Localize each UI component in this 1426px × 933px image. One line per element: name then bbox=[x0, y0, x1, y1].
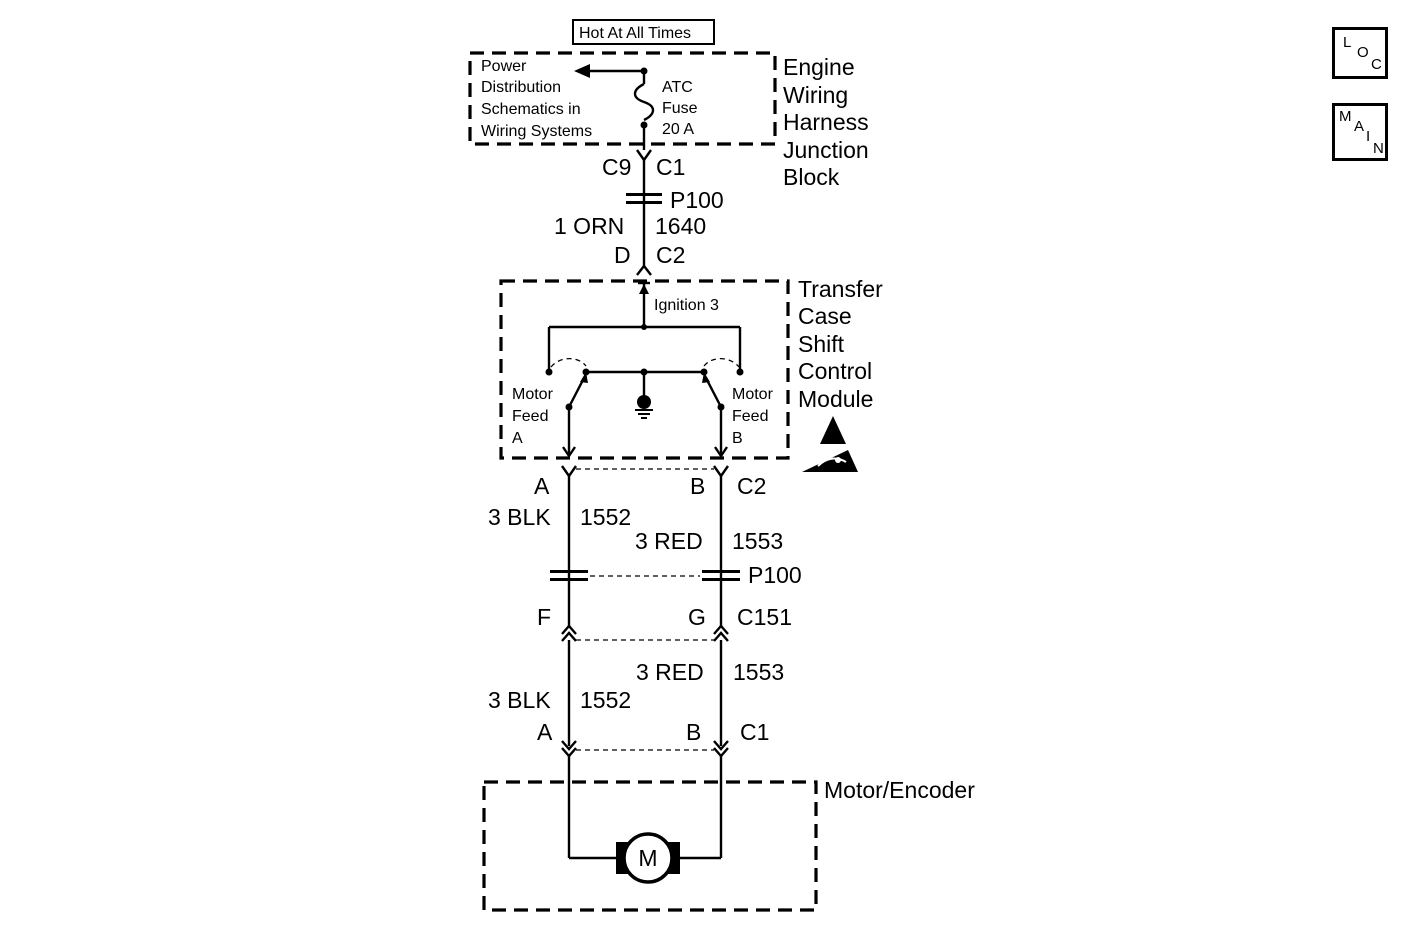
relay-a-coil-link bbox=[550, 357, 587, 368]
power-ref-line2[interactable]: Distribution bbox=[481, 79, 561, 96]
relay-b-switch-arm bbox=[704, 377, 723, 408]
motor-icon bbox=[622, 832, 674, 884]
tccm-box bbox=[499, 279, 790, 460]
relay-b-coil-link bbox=[703, 357, 740, 368]
connector-c1-pin-b: B bbox=[686, 719, 701, 745]
splice-p100-mid-a-bar2 bbox=[550, 578, 588, 581]
relay-a-nc-contact bbox=[545, 368, 553, 376]
fuse-icon bbox=[633, 82, 655, 122]
hot-label-box bbox=[572, 19, 715, 45]
loc-letter-o: O bbox=[1357, 44, 1369, 61]
fuse-label-line2: Fuse bbox=[662, 100, 698, 117]
wire-a-upper-gauge: 3 BLK bbox=[488, 504, 551, 530]
connector-c1-label: C1 bbox=[656, 154, 685, 180]
motor-encoder-label: Motor/Encoder bbox=[824, 777, 975, 803]
main-letter-m: M bbox=[1339, 108, 1352, 125]
connector-c151-label: C151 bbox=[737, 604, 792, 630]
motor-encoder-box bbox=[482, 780, 818, 912]
loc-letter-c: C bbox=[1371, 56, 1382, 73]
wire-a-lower-gauge: 3 BLK bbox=[488, 687, 551, 713]
junction-block-name-1: Engine bbox=[783, 54, 855, 80]
tccm-name-4: Control bbox=[798, 358, 872, 384]
power-ref-arrowhead bbox=[574, 64, 590, 78]
splice-p100-top-bar1 bbox=[626, 193, 662, 196]
wire-b-lower-circuit: 1553 bbox=[733, 659, 784, 685]
motor-feed-a-label-2: Feed bbox=[512, 408, 548, 425]
ignition3-label: Ignition 3 bbox=[654, 297, 719, 314]
main-letter-a: A bbox=[1354, 118, 1365, 135]
wire-top-circuit: 1640 bbox=[655, 213, 706, 239]
junction-block-name-2: Wiring bbox=[783, 82, 848, 108]
junction-block-name-3: Harness bbox=[783, 109, 869, 135]
connector-c2-b-icon bbox=[713, 465, 729, 479]
motor-symbol: M bbox=[638, 845, 657, 871]
wire-b-upper-circuit: 1553 bbox=[732, 528, 783, 554]
wire-a-lower-circuit: 1552 bbox=[580, 687, 631, 713]
connector-c151-b-icon bbox=[713, 624, 729, 642]
connector-c2-a-icon bbox=[561, 465, 577, 479]
motor-feed-b-arrow bbox=[714, 446, 728, 459]
connector-c9-label: C9 bbox=[602, 154, 631, 180]
relay-b-nc-contact bbox=[736, 368, 744, 376]
splice-p100-mid-b-bar2 bbox=[702, 578, 740, 581]
connector-c1-label: C1 bbox=[740, 719, 769, 745]
esd-warning-icon bbox=[802, 416, 858, 472]
relay-a-switch-arm bbox=[567, 377, 586, 408]
splice-p100-mid-a-bar1 bbox=[550, 570, 588, 573]
connector-c9-c1-icon bbox=[636, 149, 652, 163]
relay-b-arrow bbox=[702, 372, 710, 383]
loc-letter-l: L bbox=[1343, 34, 1352, 51]
relay-a-arrow bbox=[580, 372, 588, 383]
splice-p100-top-label: P100 bbox=[670, 187, 724, 213]
loc-button[interactable]: L O C bbox=[1332, 27, 1388, 79]
splice-p100-mid-label: P100 bbox=[748, 562, 802, 588]
main-button[interactable]: M A I N bbox=[1332, 103, 1388, 161]
connector-c1-pin-a: A bbox=[537, 719, 553, 745]
tccm-conn-label: C2 bbox=[656, 242, 685, 268]
motor-feed-b-label-1: Motor bbox=[732, 386, 774, 403]
ground-icon bbox=[637, 395, 651, 409]
tccm-conn-pin: D bbox=[614, 242, 631, 268]
motor-feed-b-label-2: Feed bbox=[732, 408, 768, 425]
motor-feed-a-label-3: A bbox=[512, 430, 523, 447]
ignition3-arrowhead bbox=[639, 284, 649, 294]
fuse-label-line3: 20 A bbox=[662, 121, 694, 138]
connector-c151-a-icon bbox=[561, 624, 577, 642]
tccm-name-5: Module bbox=[798, 386, 873, 412]
connector-d-c2-icon bbox=[636, 264, 652, 276]
splice-p100-mid-b-bar1 bbox=[702, 570, 740, 573]
power-ref-line3[interactable]: Schematics in bbox=[481, 101, 581, 118]
hot-label: Hot At All Times bbox=[579, 25, 691, 42]
tccm-name-1: Transfer bbox=[798, 276, 883, 302]
junction-block-name-5: Block bbox=[783, 164, 840, 190]
power-ref-line1[interactable]: Power bbox=[481, 58, 527, 75]
wire-b-lower-gauge: 3 RED bbox=[636, 659, 704, 685]
tccm-name-3: Shift bbox=[798, 331, 845, 357]
fuse-label-line1: ATC bbox=[662, 79, 693, 96]
power-ref-line4[interactable]: Wiring Systems bbox=[481, 123, 592, 140]
motor-feed-a-arrow bbox=[562, 446, 576, 459]
wire-b-upper-gauge: 3 RED bbox=[635, 528, 703, 554]
connector-c151-pin-b: G bbox=[688, 604, 706, 630]
connector-c151-pin-a: F bbox=[537, 604, 551, 630]
wire-a-upper-circuit: 1552 bbox=[580, 504, 631, 530]
connector-c2-label: C2 bbox=[737, 473, 766, 499]
junction-block-name-4: Junction bbox=[783, 137, 869, 163]
wire-top-gauge-color: 1 ORN bbox=[554, 213, 624, 239]
main-letter-i: I bbox=[1366, 128, 1371, 145]
main-letter-n: N bbox=[1373, 140, 1384, 157]
connector-c2-pin-a: A bbox=[534, 473, 550, 499]
connector-c2-pin-b: B bbox=[690, 473, 705, 499]
splice-p100-top-bar2 bbox=[626, 201, 662, 204]
motor-feed-a-label-1: Motor bbox=[512, 386, 554, 403]
tccm-name-2: Case bbox=[798, 303, 852, 329]
motor-feed-b-label-3: B bbox=[732, 430, 743, 447]
